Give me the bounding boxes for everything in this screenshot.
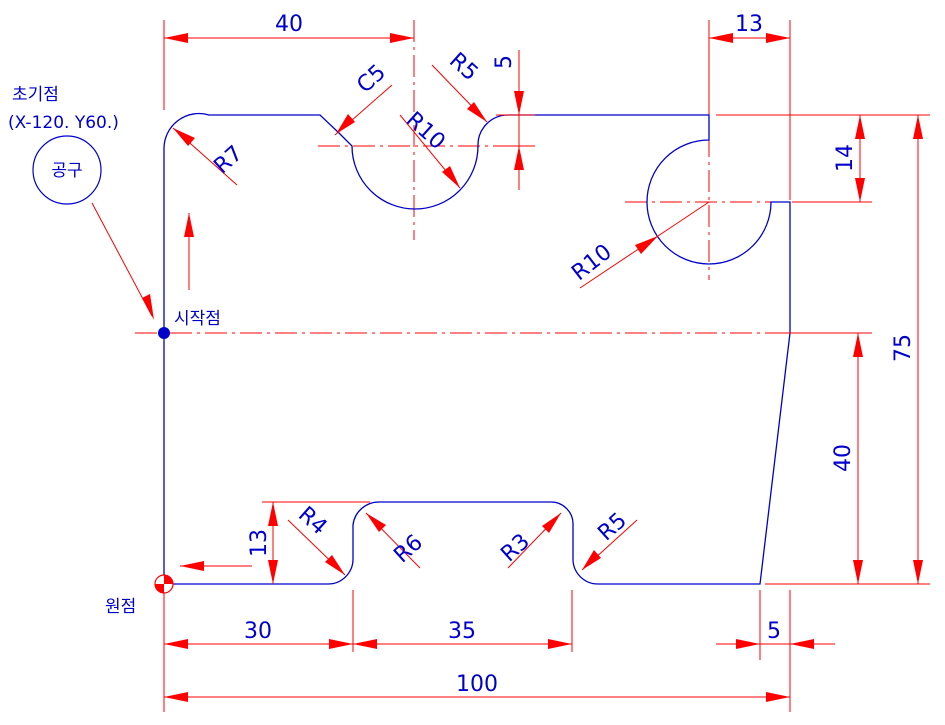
radius-r10-top: R10 — [401, 107, 450, 155]
radius-r3: R3 — [496, 529, 535, 567]
initial-coords-label: (X-120. Y60.) — [8, 113, 119, 133]
dim-slot-width: 35 — [448, 619, 476, 644]
chamfer-c5: C5 — [352, 60, 391, 98]
start-point-marker — [158, 327, 170, 339]
dim-notch-depth: 5 — [492, 55, 517, 69]
start-point-label: 시작점 — [174, 309, 221, 329]
dim-total-width: 100 — [456, 672, 498, 697]
extension-lines — [163, 20, 930, 712]
part-profile — [163, 112, 791, 585]
radius-r5-bottom: R5 — [593, 508, 632, 546]
radius-r4: R4 — [293, 502, 332, 540]
dim-slot-depth: 13 — [247, 529, 272, 557]
radius-r5-top: R5 — [444, 48, 483, 86]
dimension-lines — [164, 33, 923, 702]
radius-leaders — [172, 64, 710, 576]
tool-path-arrows — [91, 202, 252, 571]
dim-right-notch-height: 14 — [833, 144, 858, 172]
radius-r6: R6 — [389, 530, 428, 568]
origin-label: 원점 — [105, 597, 136, 617]
markers — [32, 135, 174, 594]
dim-total-height: 75 — [891, 334, 916, 362]
radius-r10-right: R10 — [567, 240, 616, 286]
dim-right-notch-width: 13 — [735, 12, 763, 37]
radius-r7: R7 — [209, 141, 248, 179]
dim-top-width: 40 — [275, 12, 303, 37]
dim-taper-offset: 5 — [767, 619, 781, 644]
tool-label: 공구 — [51, 161, 82, 181]
dim-lower-height: 40 — [831, 444, 856, 472]
labels: 초기점 (X-120. Y60.) 공구 시작점 원점 — [8, 85, 221, 617]
dim-bottom-left: 30 — [244, 619, 272, 644]
origin-marker — [154, 574, 174, 594]
initial-point-label: 초기점 — [12, 85, 59, 105]
tool-circle — [32, 135, 102, 205]
